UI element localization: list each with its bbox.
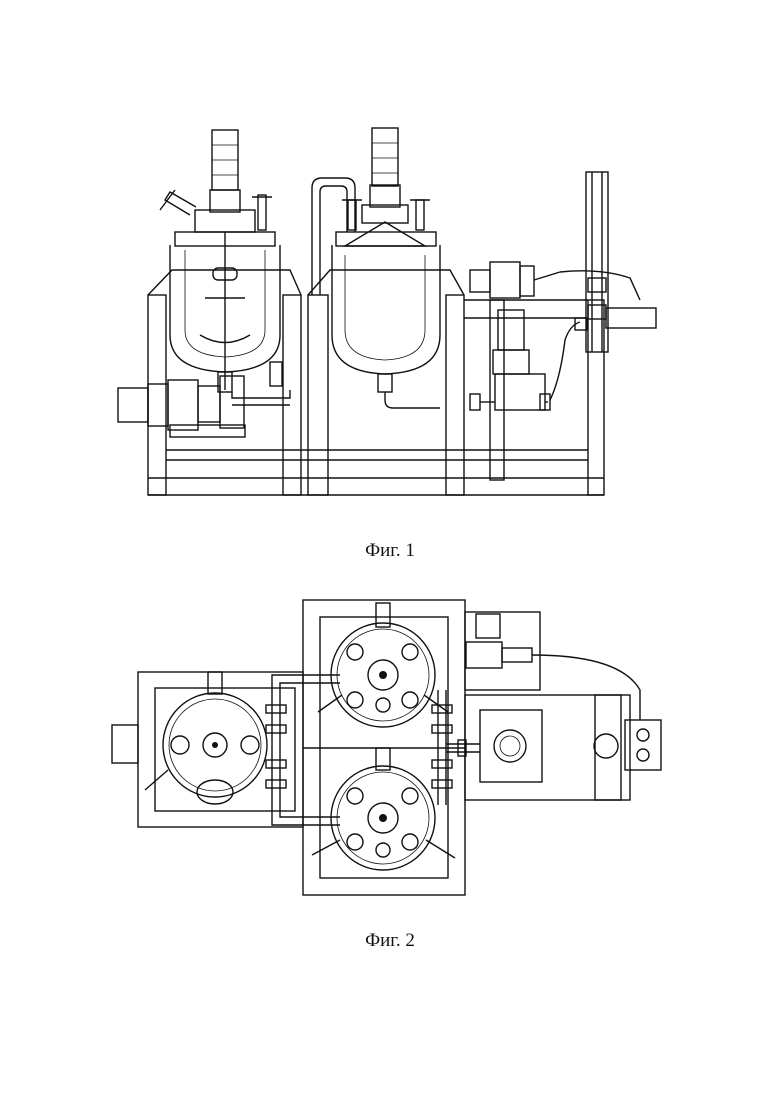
figure-1-elevation — [0, 110, 780, 510]
reactor-left — [160, 130, 280, 392]
figure-1-drawing — [0, 110, 780, 510]
figure-2-plan — [0, 595, 780, 910]
column-unit — [575, 172, 656, 352]
figure-2-drawing — [0, 595, 780, 910]
reactor-bottom-plan — [312, 748, 455, 870]
pump-unit — [470, 310, 580, 410]
drive-unit-left — [118, 362, 282, 437]
reactor-left-plan — [145, 672, 267, 804]
figure-2-caption: Фиг. 2 — [0, 930, 780, 952]
right-frame — [465, 612, 661, 800]
left-frame — [112, 672, 303, 827]
reactor-right — [332, 128, 440, 392]
transfer-pipe — [232, 178, 440, 408]
support-frame — [148, 270, 604, 495]
figure-1-caption: Фиг. 1 — [0, 540, 780, 562]
reactor-top-plan — [318, 603, 448, 727]
gearbox-unit — [470, 262, 640, 300]
